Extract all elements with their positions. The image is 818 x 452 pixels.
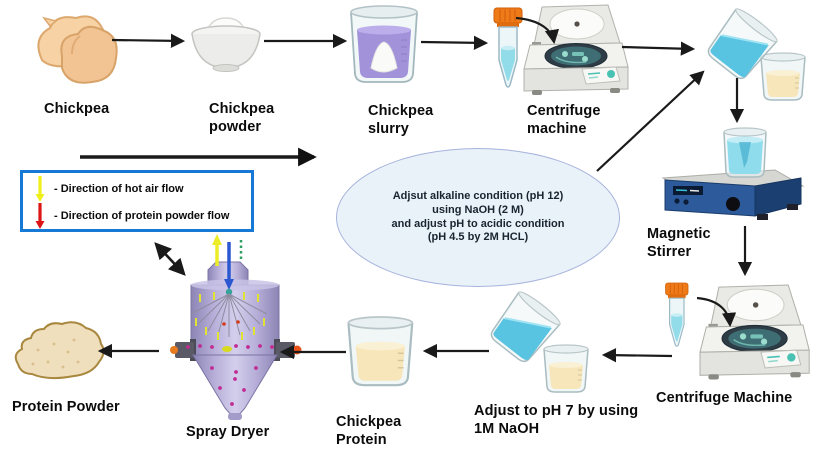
centrifuge-tube-bottom-icon <box>664 282 689 347</box>
legend-row-powder: - Direction of protein powder flow <box>33 202 229 230</box>
arrow-chickpea-to-powder <box>111 33 186 48</box>
label-magnetic-stirrer: Magnetic Stirrer <box>647 226 711 260</box>
label-chickpea-powder: Chickpea powder <box>209 101 275 135</box>
legend-row-hot-air: - Direction of hot air flow <box>33 175 184 203</box>
note-line-2: using NaOH (2 M) <box>432 203 524 216</box>
legend-label-hot-air: - Direction of hot air flow <box>54 183 184 195</box>
arrow-tube-into-centrifuge-bottom <box>696 296 737 328</box>
note-line-3: and adjust pH to acidic condition <box>391 217 565 230</box>
flow-legend: - Direction of hot air flow - Direction … <box>20 170 254 232</box>
label-chickpea: Chickpea <box>44 101 110 117</box>
arrow-centrifuge-to-ph7 <box>601 348 673 363</box>
magnetic-stirrer-icon <box>661 127 805 220</box>
ph-adjustment-note: Adjsut alkaline condition (pH 12) using … <box>336 148 620 287</box>
flow-arrows <box>80 16 753 363</box>
chickpea-icon <box>37 15 118 84</box>
centrifuge-machine-top-icon <box>523 4 629 96</box>
label-centrifuge-machine-bottom: Centrifuge Machine <box>656 390 793 406</box>
decant-beakers-top-icon <box>702 4 806 101</box>
label-protein-powder: Protein Powder <box>12 399 120 415</box>
arrow-note-to-beakers <box>596 70 705 172</box>
slurry-beaker-icon <box>350 5 418 83</box>
centrifuge-tube-top-icon <box>493 7 523 88</box>
arrow-tube-into-centrifuge-top <box>515 16 560 45</box>
arrow-legend-dryer-double <box>154 242 186 276</box>
feed-inlet-arrow-icon <box>224 242 234 290</box>
centrifuge-machine-bottom-icon <box>699 284 811 381</box>
label-chickpea-protein: Chickpea Protein <box>336 414 402 448</box>
note-line-1: Adjsut alkaline condition (pH 12) <box>392 189 564 202</box>
ph7-beakers-icon <box>485 287 589 393</box>
hot-air-flow-dashes-icon <box>195 292 265 340</box>
spray-dryer-icon <box>170 234 302 420</box>
protein-powder-icon <box>14 321 105 380</box>
label-adjust-ph: Adjust to pH 7 by using 1M NaOH <box>474 403 639 437</box>
powder-bowl-icon <box>191 17 261 72</box>
powder-particles-icon <box>186 320 274 406</box>
label-centrifuge-machine-top: Centrifuge machine <box>527 103 601 137</box>
note-line-4: (pH 4.5 by 2M HCL) <box>427 231 529 244</box>
label-spray-dryer: Spray Dryer <box>186 424 270 440</box>
legend-label-powder: - Direction of protein powder flow <box>54 210 230 222</box>
hot-air-inlet-arrow-icon <box>212 234 222 266</box>
arrow-slurry-to-tube <box>420 35 489 50</box>
chickpea-protein-beaker-icon <box>347 315 414 387</box>
protein-powder-down-arrow-icon <box>35 203 45 229</box>
hot-air-down-arrow-icon <box>35 176 45 202</box>
spray-fan-icon <box>190 293 268 337</box>
arrow-centrifuge-to-beakers <box>621 41 696 56</box>
label-chickpea-slurry: Chickpea slurry <box>368 103 434 137</box>
